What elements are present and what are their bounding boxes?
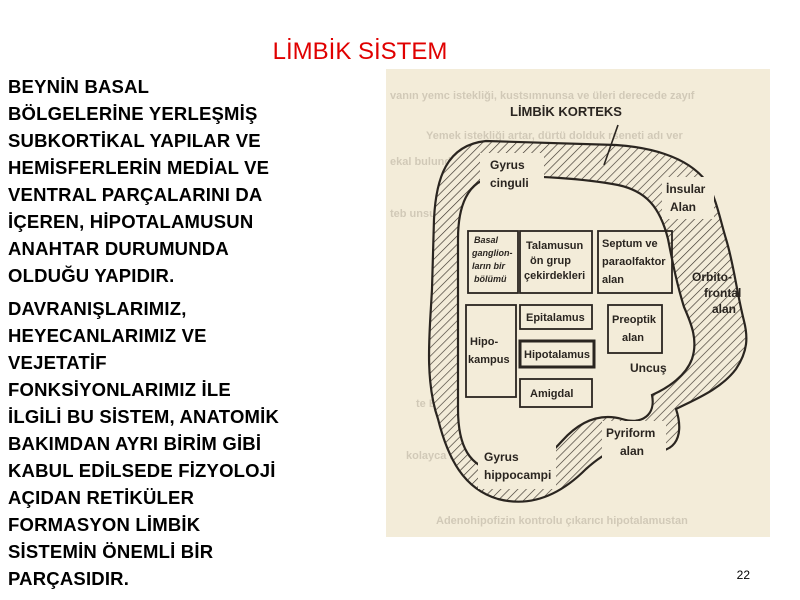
label-uncus: Uncuş	[630, 361, 667, 375]
text-line: BAKIMDAN AYRI BİRİM GİBİ	[8, 433, 262, 454]
box-preoptik: Preoptik alan	[607, 304, 663, 354]
page-number: 22	[736, 568, 750, 582]
label-basal-2: ganglion-	[471, 248, 513, 258]
text-line: HEMİSFERLERİN MEDİAL VE	[8, 157, 270, 178]
label-box-pyriform	[602, 421, 666, 463]
box-epitalamus: Epitalamus	[519, 304, 593, 330]
label-box-gyrus-hippocampi	[478, 445, 556, 489]
limbic-system-diagram: vanın yemc istekliği, kustsımnunsa ve ül…	[386, 69, 770, 537]
text-line: OLDUĞU YAPIDIR.	[8, 265, 175, 286]
label-thalamus-3: çekirdekleri	[524, 270, 585, 282]
text-line: ANAHTAR DURUMUNDA	[8, 238, 229, 259]
label-gyrus-hippocampi-1: Gyrus	[484, 450, 519, 464]
text-line: DAVRANIŞLARIMIZ,	[8, 298, 187, 319]
label-orbitofrontal-3: alan	[712, 302, 736, 316]
label-box-insular	[662, 177, 714, 219]
label-hipotalamus: Hipotalamus	[524, 349, 590, 361]
label-gyrus-cinguli-2: cinguli	[490, 176, 529, 190]
label-preoptik-1: Preoptik	[612, 314, 657, 326]
box-amigdal: Amigdal	[519, 378, 593, 408]
label-thalamus-1: Talamusun	[526, 240, 584, 252]
text-line: AÇIDAN RETİKÜLER	[8, 487, 195, 508]
label-basal-1: Basal	[474, 235, 499, 245]
text-line: KABUL EDİLSEDE FİZYOLOJİ	[8, 460, 276, 481]
box-hipokampus: Hipo- kampus	[465, 304, 517, 398]
paragraph-function: DAVRANIŞLARIMIZ, HEYECANLARIMIZ VE VEJET…	[8, 295, 380, 592]
text-line: VEJETATİF	[8, 352, 107, 373]
label-basal-4: bölümü	[474, 274, 507, 284]
label-epitalamus: Epitalamus	[526, 312, 585, 324]
label-basal-3: ların bir	[472, 261, 506, 271]
label-amigdal: Amigdal	[530, 388, 573, 400]
header-label-box	[504, 99, 626, 123]
label-box-gyrus-cinguli	[480, 153, 544, 197]
label-gyrus-hippocampi-2: hippocampi	[484, 468, 551, 482]
text-line: VENTRAL PARÇALARINI DA	[8, 184, 263, 205]
header-pointer	[603, 124, 619, 166]
label-hipokampus-2: kampus	[468, 354, 510, 366]
limbic-cortex-header: LİMBİK KORTEKS	[510, 104, 622, 119]
text-line: SİSTEMİN ÖNEMLİ BİR	[8, 541, 214, 562]
text-line: HEYECANLARIMIZ VE	[8, 325, 207, 346]
box-basal-ganglia: Basal ganglion- ların bir bölümü	[467, 230, 519, 294]
label-gyrus-cinguli-1: Gyrus	[490, 158, 525, 172]
label-thalamus-2: ön grup	[530, 255, 571, 267]
label-preoptik-2: alan	[622, 332, 644, 344]
paragraph-definition: BEYNİN BASAL BÖLGELERİNE YERLEŞMİŞ SUBKO…	[8, 73, 380, 289]
label-box-uncus	[626, 357, 670, 377]
text-line: İLGİLİ BU SİSTEM, ANATOMİK	[8, 406, 280, 427]
label-septum-1: Septum ve	[602, 238, 658, 250]
label-septum-3: alan	[602, 274, 624, 286]
label-orbitofrontal-1: Orbito-	[692, 270, 732, 284]
text-line: FONKSİYONLARIMIZ İLE	[8, 379, 231, 400]
text-line: BEYNİN BASAL	[8, 76, 150, 97]
label-hipokampus-1: Hipo-	[470, 336, 498, 348]
text-line: BÖLGELERİNE YERLEŞMİŞ	[8, 103, 258, 124]
box-hipotalamus: Hipotalamus	[518, 339, 596, 369]
label-pyriform-1: Pyriform	[606, 426, 655, 440]
svg-text:Adenohipofizin kontrolu çıkarı: Adenohipofizin kontrolu çıkarıcı hipotal…	[436, 515, 688, 527]
box-thalamus: Talamusun ön grup çekirdekleri	[519, 230, 593, 294]
body-text: BEYNİN BASAL BÖLGELERİNE YERLEŞMİŞ SUBKO…	[8, 73, 380, 598]
label-septum-2: paraolfaktor	[602, 256, 666, 268]
text-line: PARÇASIDIR.	[8, 568, 130, 589]
label-orbitofrontal-2: frontal	[704, 286, 741, 300]
text-line: SUBKORTİKAL YAPILAR VE	[8, 130, 261, 151]
label-insular-2: Alan	[670, 200, 696, 214]
text-line: FORMASYON LİMBİK	[8, 514, 201, 535]
box-septum: Septum ve paraolfaktor alan	[597, 230, 673, 294]
text-line: İÇEREN, HİPOTALAMUSUN	[8, 211, 254, 232]
svg-text:Yemek istekliği artar, dürtü d: Yemek istekliği artar, dürtü dolduk rsen…	[426, 130, 683, 142]
diagram-svg: vanın yemc istekliği, kustsımnunsa ve ül…	[386, 69, 770, 537]
label-insular-1: İnsular	[666, 181, 706, 196]
label-pyriform-2: alan	[620, 444, 644, 458]
slide-title: LİMBİK SİSTEM	[272, 38, 448, 65]
